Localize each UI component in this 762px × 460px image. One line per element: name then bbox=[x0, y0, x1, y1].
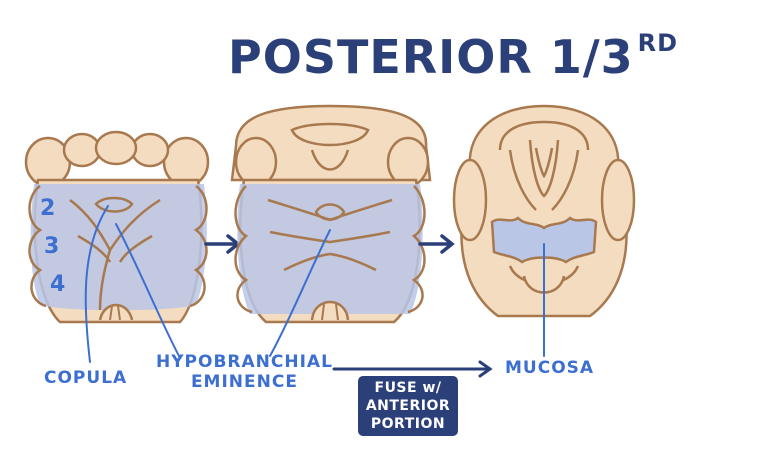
arrow-2 bbox=[418, 234, 455, 254]
box-line2: ANTERIOR bbox=[365, 398, 451, 414]
arch-number-2: 2 bbox=[40, 196, 56, 221]
arrow-1 bbox=[204, 234, 241, 254]
label-hypobranchial-eminence: HYPOBRANCHIAL EMINENCE bbox=[156, 352, 333, 392]
title-main: POSTERIOR 1/3 bbox=[228, 30, 634, 84]
hypobranchial-leader-line-left bbox=[115, 223, 181, 359]
fuse-arrow bbox=[332, 360, 493, 378]
label-copula: COPULA bbox=[44, 368, 128, 388]
stage-1-tongue bbox=[24, 130, 210, 324]
box-line3: PORTION bbox=[370, 416, 446, 432]
arch-number-3: 3 bbox=[44, 234, 60, 259]
box-line1: FUSE w/ bbox=[374, 380, 442, 396]
label-hypobranchial-line2: EMINENCE bbox=[190, 372, 298, 392]
leader-lines bbox=[84, 205, 545, 363]
fuse-anterior-portion-box: FUSE w/ ANTERIOR PORTION bbox=[358, 376, 458, 436]
label-mucosa: MUCOSA bbox=[505, 358, 595, 378]
title-superscript: RD bbox=[637, 29, 679, 57]
stage-3-tongue bbox=[452, 104, 636, 318]
stage-2-tongue bbox=[230, 104, 432, 324]
hypobranchial-leader-line-right bbox=[269, 229, 331, 357]
arch-number-4: 4 bbox=[50, 272, 66, 297]
copula-leader-line bbox=[84, 205, 109, 363]
label-hypobranchial-line1: HYPOBRANCHIAL bbox=[156, 352, 333, 372]
